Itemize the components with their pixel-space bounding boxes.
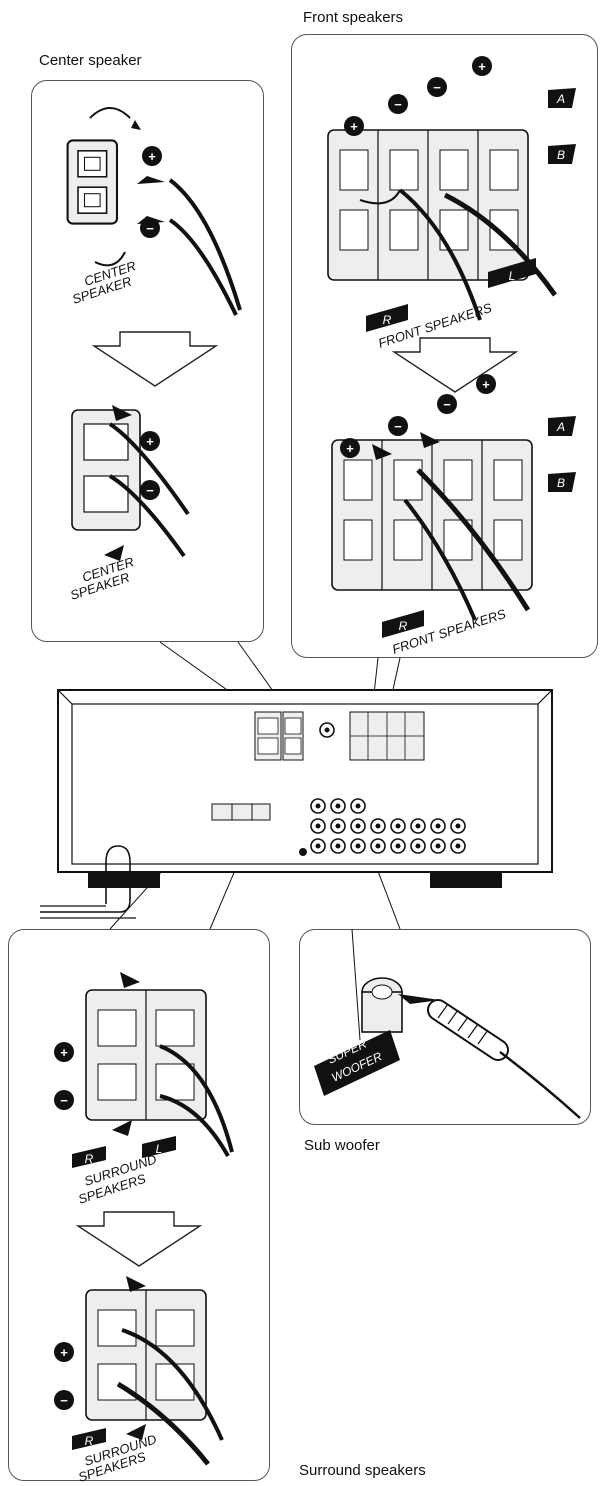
svg-text:R: R (85, 1434, 94, 1448)
center-plus-sign-2: + (140, 431, 160, 451)
front-badge-a: A (548, 88, 576, 108)
center-down-arrow (93, 331, 217, 387)
svg-text:A: A (556, 420, 565, 434)
front-bottom-plus-sign-2: + (476, 374, 496, 394)
svg-text:+: + (148, 149, 156, 164)
front-bottom-plus-sign: + (340, 438, 360, 458)
center-minus-sign-2: − (140, 480, 160, 500)
svg-text:+: + (478, 59, 486, 74)
front-top-minus-sign: − (388, 94, 408, 114)
front-speakers-caption: Front speakers (303, 9, 404, 26)
center-terminal-top (66, 107, 242, 316)
surround-plus-sign: + (54, 1042, 74, 1062)
front-top-plus-sign: + (344, 116, 364, 136)
front-bottom-minus-sign: − (388, 416, 408, 436)
svg-text:B: B (557, 148, 565, 162)
front-top-minus-sign-2: − (427, 77, 447, 97)
sub-woofer-connector (361, 977, 581, 1119)
surround-down-arrow (77, 1211, 201, 1267)
surround-minus-sign-2: − (54, 1390, 74, 1410)
svg-text:B: B (557, 476, 565, 490)
center-plus-sign: + (142, 146, 162, 166)
front-badge-a-2: A (548, 416, 576, 436)
front-terminals-bottom (331, 432, 533, 621)
front-terminals-top (327, 129, 558, 321)
surround-terminals-bottom (85, 1276, 224, 1466)
svg-text:−: − (60, 1093, 68, 1108)
center-terminal-bottom (71, 405, 190, 561)
svg-text:R: R (383, 313, 392, 327)
svg-text:−: − (60, 1393, 68, 1408)
front-badge-r: R (366, 304, 408, 332)
svg-text:−: − (394, 419, 402, 434)
surround-badge-r: R (72, 1146, 106, 1168)
svg-text:+: + (60, 1045, 68, 1060)
front-badge-l: L (488, 258, 536, 288)
center-speaker-caption: Center speaker (39, 52, 142, 69)
svg-text:+: + (482, 377, 490, 392)
surround-badge-r-2: R (72, 1428, 106, 1450)
front-top-plus-sign-2: + (472, 56, 492, 76)
svg-text:A: A (556, 92, 565, 106)
front-bottom-minus-sign-2: − (437, 394, 457, 414)
sub-woofer-caption: Sub woofer (304, 1137, 380, 1154)
front-label-bottom: FRONT SPEAKERS (390, 606, 508, 657)
svg-text:R: R (85, 1152, 94, 1166)
surround-badge-l: L (142, 1136, 176, 1158)
svg-text:+: + (346, 441, 354, 456)
svg-text:+: + (350, 119, 358, 134)
front-badge-r-2: R (382, 610, 424, 638)
surround-terminals-top (85, 972, 234, 1157)
front-down-arrow (393, 337, 517, 393)
sub-woofer-label-block: SUPER WOOFER (314, 1030, 400, 1096)
svg-text:L: L (156, 1142, 163, 1156)
svg-text:−: − (443, 397, 451, 412)
svg-text:−: − (146, 221, 154, 236)
svg-text:R: R (399, 619, 408, 633)
svg-text:−: − (146, 483, 154, 498)
svg-text:−: − (433, 80, 441, 95)
svg-text:L: L (509, 269, 516, 283)
svg-text:+: + (146, 434, 154, 449)
surround-minus-sign: − (54, 1090, 74, 1110)
surround-speakers-caption: Surround speakers (299, 1462, 426, 1479)
svg-text:−: − (394, 97, 402, 112)
svg-text:+: + (60, 1345, 68, 1360)
receiver-rear-panel (40, 689, 553, 919)
front-badge-b: B (548, 144, 576, 164)
surround-plus-sign-2: + (54, 1342, 74, 1362)
center-minus-sign: − (140, 218, 160, 238)
front-badge-b-2: B (548, 472, 576, 492)
